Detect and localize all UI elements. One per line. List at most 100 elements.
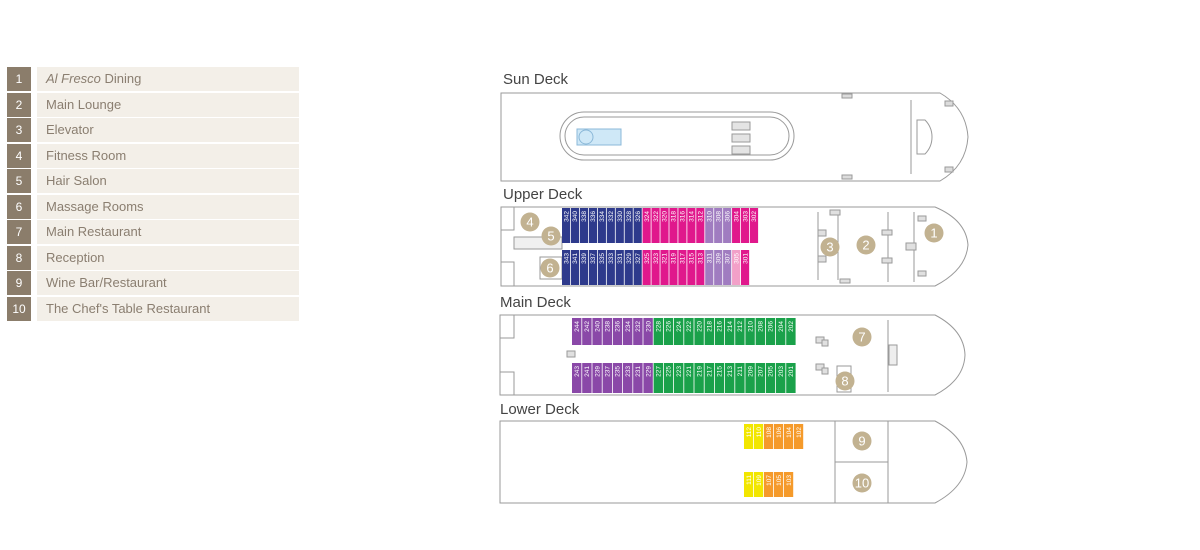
- cabin-231[interactable]: 231: [633, 363, 643, 393]
- cabin-block[interactable]: [651, 250, 660, 285]
- cabin-block[interactable]: [714, 208, 723, 243]
- cabin-block[interactable]: [765, 318, 776, 345]
- cabin-block[interactable]: [684, 318, 694, 345]
- cabin-236[interactable]: 236: [612, 318, 623, 345]
- cabin-319[interactable]: 319: [669, 250, 678, 285]
- cabin-block[interactable]: [765, 363, 776, 393]
- cabin-block[interactable]: [705, 208, 714, 243]
- cabin-block[interactable]: [723, 208, 732, 243]
- cabin-334[interactable]: 334: [597, 208, 606, 243]
- cabin-block[interactable]: [776, 318, 786, 345]
- cabin-343[interactable]: 343: [562, 250, 570, 285]
- cabin-block[interactable]: [774, 424, 784, 449]
- cabin-block[interactable]: [678, 250, 687, 285]
- cabin-214[interactable]: 214: [725, 318, 735, 345]
- cabin-block[interactable]: [582, 363, 592, 393]
- cabin-block[interactable]: [786, 318, 796, 345]
- cabin-206[interactable]: 206: [765, 318, 776, 345]
- cabin-111[interactable]: 111: [744, 472, 754, 497]
- area-marker-5[interactable]: 5: [541, 226, 561, 246]
- cabin-204[interactable]: 204: [776, 318, 786, 345]
- cabin-227[interactable]: 227: [653, 363, 663, 393]
- cabin-303[interactable]: 303: [741, 208, 749, 243]
- cabin-block[interactable]: [633, 250, 642, 285]
- cabin-block[interactable]: [786, 363, 796, 393]
- cabin-339[interactable]: 339: [579, 250, 589, 285]
- cabin-block[interactable]: [615, 250, 624, 285]
- cabin-block[interactable]: [735, 363, 745, 393]
- cabin-block[interactable]: [623, 318, 633, 345]
- cabin-243[interactable]: 243: [572, 363, 582, 393]
- cabin-225[interactable]: 225: [663, 363, 674, 393]
- cabin-104[interactable]: 104: [784, 424, 794, 449]
- cabin-block[interactable]: [784, 472, 794, 497]
- cabin-block[interactable]: [723, 250, 732, 285]
- cabin-312[interactable]: 312: [696, 208, 705, 243]
- cabin-block[interactable]: [704, 318, 714, 345]
- cabin-320[interactable]: 320: [660, 208, 669, 243]
- cabin-314[interactable]: 314: [687, 208, 696, 243]
- cabin-342[interactable]: 342: [562, 208, 570, 243]
- cabin-block[interactable]: [588, 250, 597, 285]
- cabin-322[interactable]: 322: [651, 208, 660, 243]
- cabin-229[interactable]: 229: [643, 363, 653, 393]
- cabin-228[interactable]: 228: [653, 318, 663, 345]
- cabin-block[interactable]: [669, 208, 678, 243]
- area-marker-10[interactable]: 10: [852, 473, 872, 493]
- cabin-221[interactable]: 221: [684, 363, 694, 393]
- cabin-block[interactable]: [643, 318, 653, 345]
- cabin-335[interactable]: 335: [597, 250, 606, 285]
- cabin-315[interactable]: 315: [687, 250, 696, 285]
- cabin-302[interactable]: 302: [749, 208, 758, 243]
- cabin-block[interactable]: [732, 208, 741, 243]
- cabin-241[interactable]: 241: [582, 363, 592, 393]
- cabin-block[interactable]: [735, 318, 745, 345]
- cabin-316[interactable]: 316: [678, 208, 687, 243]
- cabin-block[interactable]: [642, 208, 651, 243]
- cabin-238[interactable]: 238: [602, 318, 612, 345]
- cabin-310[interactable]: 310: [705, 208, 713, 243]
- cabin-208[interactable]: 208: [755, 318, 765, 345]
- cabin-110[interactable]: 110: [754, 424, 764, 449]
- cabin-block[interactable]: [623, 363, 633, 393]
- cabin-327[interactable]: 327: [633, 250, 642, 285]
- cabin-323[interactable]: 323: [651, 250, 660, 285]
- cabin-210[interactable]: 210: [745, 318, 755, 345]
- cabin-340[interactable]: 340: [570, 208, 579, 243]
- cabin-block[interactable]: [714, 318, 725, 345]
- cabin-244[interactable]: 244: [572, 318, 582, 345]
- cabin-block[interactable]: [572, 318, 582, 345]
- cabin-block[interactable]: [725, 363, 735, 393]
- cabin-240[interactable]: 240: [592, 318, 602, 345]
- cabin-331[interactable]: 331: [615, 250, 624, 285]
- cabin-block[interactable]: [570, 250, 580, 285]
- cabin-block[interactable]: [754, 424, 764, 449]
- cabin-block[interactable]: [725, 318, 735, 345]
- cabin-235[interactable]: 235: [612, 363, 623, 393]
- cabin-109[interactable]: 109: [754, 472, 764, 497]
- cabin-215[interactable]: 215: [714, 363, 725, 393]
- cabin-222[interactable]: 222: [684, 318, 694, 345]
- cabin-block[interactable]: [764, 472, 774, 497]
- cabin-223[interactable]: 223: [674, 363, 684, 393]
- cabin-237[interactable]: 237: [602, 363, 612, 393]
- cabin-block[interactable]: [774, 472, 784, 497]
- cabin-block[interactable]: [624, 250, 633, 285]
- cabin-block[interactable]: [597, 250, 606, 285]
- cabin-block[interactable]: [776, 363, 786, 393]
- cabin-block[interactable]: [784, 424, 794, 449]
- cabin-block[interactable]: [653, 318, 663, 345]
- cabin-block[interactable]: [602, 363, 612, 393]
- area-marker-8[interactable]: 8: [835, 371, 855, 391]
- cabin-block[interactable]: [579, 250, 589, 285]
- cabin-213[interactable]: 213: [725, 363, 735, 393]
- cabin-block[interactable]: [612, 318, 623, 345]
- cabin-block[interactable]: [660, 250, 669, 285]
- cabin-224[interactable]: 224: [674, 318, 684, 345]
- cabin-325[interactable]: 325: [642, 250, 651, 285]
- cabin-block[interactable]: [592, 318, 602, 345]
- cabin-block[interactable]: [592, 363, 602, 393]
- cabin-block[interactable]: [669, 250, 678, 285]
- cabin-block[interactable]: [651, 208, 660, 243]
- cabin-234[interactable]: 234: [623, 318, 633, 345]
